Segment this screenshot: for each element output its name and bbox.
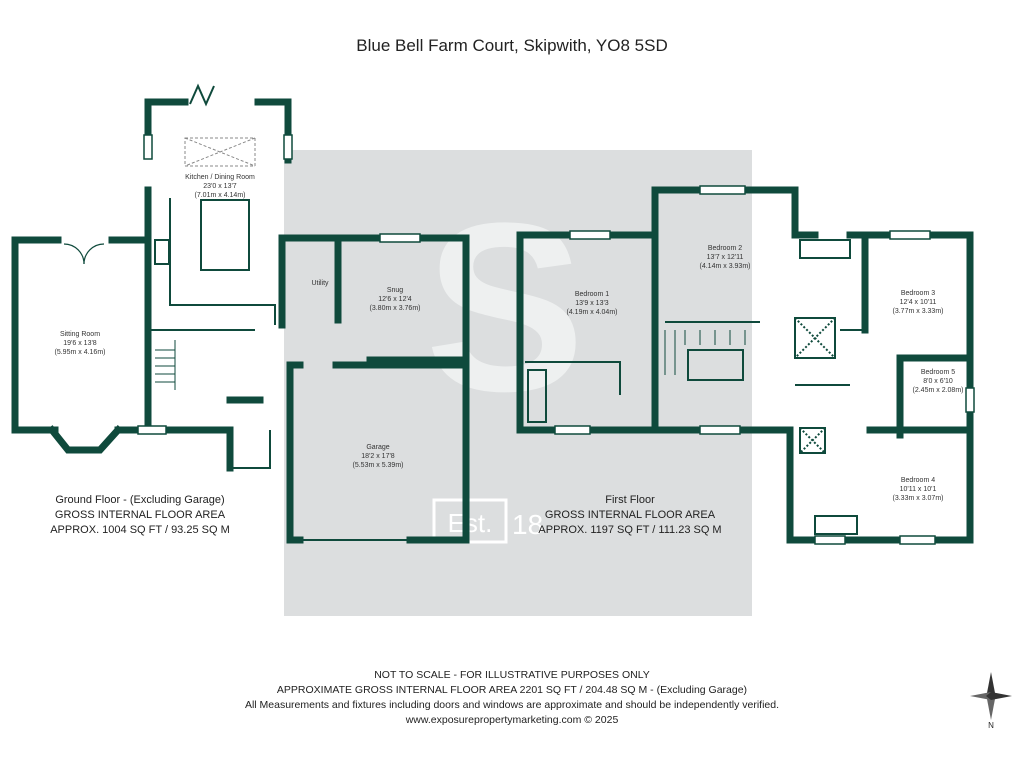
compass-icon: N xyxy=(970,672,1012,730)
svg-text:(4.14m x 3.93m): (4.14m x 3.93m) xyxy=(700,263,751,270)
compass-north-label: N xyxy=(988,721,994,730)
bifold-door xyxy=(189,83,215,107)
first-floor-windows xyxy=(554,185,975,545)
french-doors xyxy=(63,243,105,265)
room-label-snug: Snug 12'6 x 12'4 (3.80m x 3.76m) xyxy=(370,287,421,312)
watermark-est: Est. xyxy=(448,508,493,538)
page-title: Blue Bell Farm Court, Skipwith, YO8 5SD xyxy=(356,36,668,55)
ground-floor-info: Ground Floor - (Excluding Garage) GROSS … xyxy=(20,493,260,538)
svg-text:Bedroom 5: Bedroom 5 xyxy=(921,369,955,376)
svg-text:(3.80m x 3.76m): (3.80m x 3.76m) xyxy=(370,305,421,312)
room-label-kitchen: Kitchen / Dining Room 23'0 x 13'7 (7.01m… xyxy=(185,174,255,199)
svg-text:23'0 x 13'7: 23'0 x 13'7 xyxy=(203,183,237,190)
svg-text:Bedroom 1: Bedroom 1 xyxy=(575,291,609,298)
svg-text:(2.45m x 2.08m): (2.45m x 2.08m) xyxy=(913,387,964,394)
svg-text:10'11 x 10'1: 10'11 x 10'1 xyxy=(900,486,937,493)
svg-text:Bedroom 3: Bedroom 3 xyxy=(901,290,935,297)
svg-text:13'9 x 13'3: 13'9 x 13'3 xyxy=(575,300,609,307)
ground-stairs xyxy=(155,340,176,390)
svg-text:(4.19m x 4.04m): (4.19m x 4.04m) xyxy=(567,309,618,316)
room-label-bedroom2: Bedroom 2 13'7 x 12'11 (4.14m x 3.93m) xyxy=(700,245,751,270)
svg-text:Snug: Snug xyxy=(387,287,403,294)
ground-floor-title: Ground Floor - (Excluding Garage) xyxy=(55,494,225,506)
watermark-letter: S xyxy=(425,173,585,441)
ground-floor-windows xyxy=(137,134,421,435)
footer-measurements-note: All Measurements and fixtures including … xyxy=(244,699,780,711)
room-label-utility: Utility xyxy=(311,280,329,287)
first-floor-title: First Floor xyxy=(605,494,655,506)
first-floor-inner xyxy=(525,239,865,535)
svg-text:12'4 x 10'11: 12'4 x 10'11 xyxy=(900,299,937,306)
svg-text:12'6 x 12'4: 12'6 x 12'4 xyxy=(378,296,412,303)
svg-text:Sitting Room: Sitting Room xyxy=(60,331,100,338)
footer-website: www.exposurepropertymarketing.com © 2025 xyxy=(405,714,619,726)
room-label-garage: Garage 18'2 x 17'8 (5.53m x 5.39m) xyxy=(353,444,404,469)
svg-text:(3.77m x 3.33m): (3.77m x 3.33m) xyxy=(893,308,944,315)
svg-text:(5.95m x 4.16m): (5.95m x 4.16m) xyxy=(55,349,106,356)
first-stairs xyxy=(664,330,746,375)
first-floor-walls xyxy=(516,186,974,544)
room-label-bedroom5: Bedroom 5 8'0 x 6'10 (2.45m x 2.08m) xyxy=(913,369,964,394)
room-label-bedroom4: Bedroom 4 10'11 x 10'1 (3.33m x 3.07m) xyxy=(893,477,944,502)
room-label-sitting: Sitting Room 19'6 x 13'8 (5.95m x 4.16m) xyxy=(55,331,106,356)
svg-text:Bedroom 4: Bedroom 4 xyxy=(901,477,935,484)
svg-text:(3.33m x 3.07m): (3.33m x 3.07m) xyxy=(893,495,944,502)
svg-text:Bedroom 2: Bedroom 2 xyxy=(708,245,742,252)
watermark-year: 18 xyxy=(512,509,543,540)
footer-total-area: APPROXIMATE GROSS INTERNAL FLOOR AREA 22… xyxy=(276,684,748,696)
footer-disclaimer: NOT TO SCALE - FOR ILLUSTRATIVE PURPOSES… xyxy=(374,669,650,681)
svg-text:(5.53m x 5.39m): (5.53m x 5.39m) xyxy=(353,462,404,469)
svg-text:18'2 x 17'8: 18'2 x 17'8 xyxy=(361,453,395,460)
first-floor-area: APPROX. 1197 SQ FT / 111.23 SQ M xyxy=(538,524,722,536)
svg-text:Kitchen / Dining Room: Kitchen / Dining Room xyxy=(185,174,255,181)
svg-text:Utility: Utility xyxy=(311,280,329,287)
first-floor-info: First Floor GROSS INTERNAL FLOOR AREA AP… xyxy=(520,493,740,538)
svg-text:Garage: Garage xyxy=(366,444,389,451)
ground-floor-inner xyxy=(150,198,410,541)
svg-text:13'7 x 12'11: 13'7 x 12'11 xyxy=(707,254,744,261)
first-floor-area-label: GROSS INTERNAL FLOOR AREA xyxy=(544,509,716,521)
svg-text:8'0 x 6'10: 8'0 x 6'10 xyxy=(923,378,953,385)
room-label-bedroom3: Bedroom 3 12'4 x 10'11 (3.77m x 3.33m) xyxy=(893,290,944,315)
ground-floor-walls xyxy=(11,98,470,544)
svg-text:(7.01m x 4.14m): (7.01m x 4.14m) xyxy=(195,192,246,199)
footer: NOT TO SCALE - FOR ILLUSTRATIVE PURPOSES… xyxy=(0,668,1024,728)
room-label-bedroom1: Bedroom 1 13'9 x 13'3 (4.19m x 4.04m) xyxy=(567,291,618,316)
ground-floor-area-label: GROSS INTERNAL FLOOR AREA xyxy=(54,509,226,521)
ground-floor-area: APPROX. 1004 SQ FT / 93.25 SQ M xyxy=(50,524,230,536)
svg-text:19'6 x 13'8: 19'6 x 13'8 xyxy=(63,340,97,347)
skylight xyxy=(184,137,256,167)
